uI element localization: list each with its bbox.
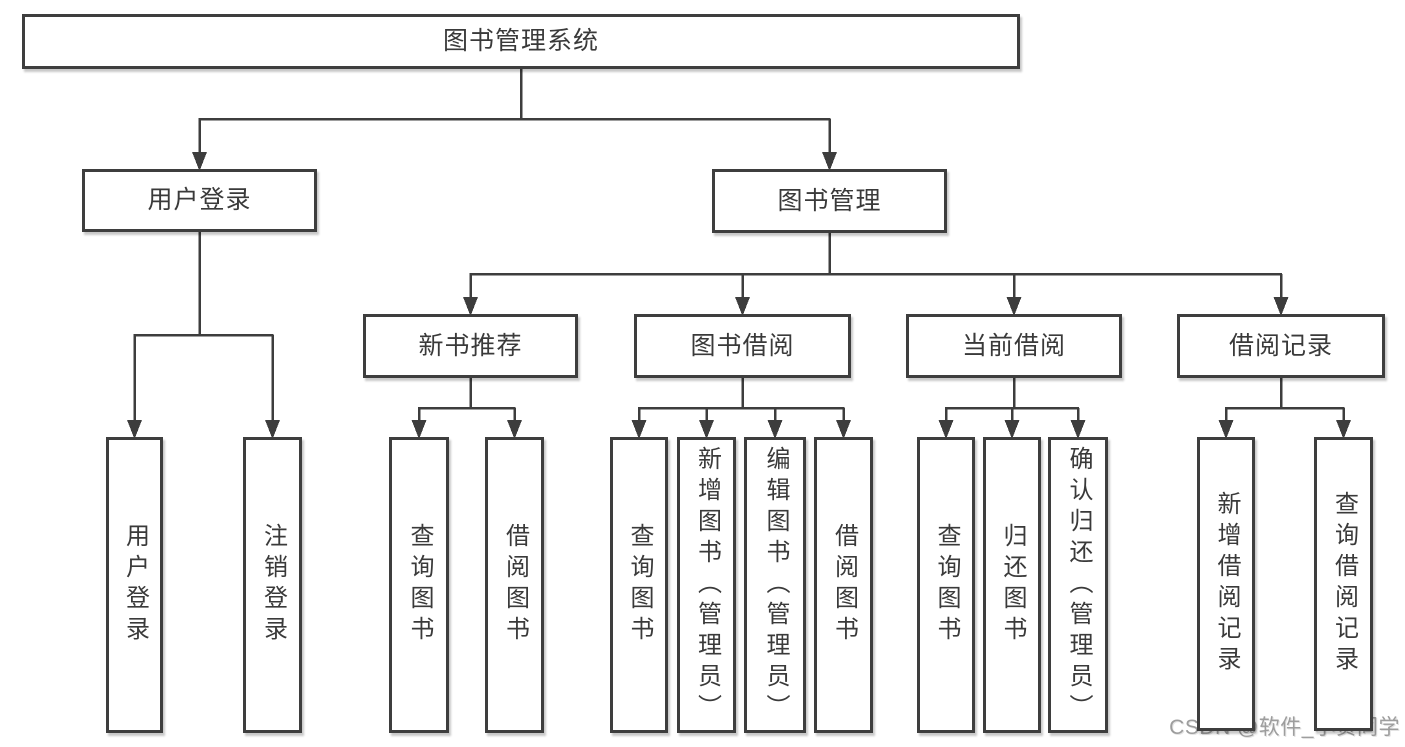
node-bb-edit-books: 编辑图书（管理员）: [744, 437, 806, 733]
node-label-borrow-records: 借阅记录: [1228, 331, 1333, 360]
node-label-cb-confirm-return: 确认归还（管理员）: [1065, 445, 1092, 725]
node-label-system: 图书管理系统: [442, 27, 599, 55]
node-logout: 注销登录: [243, 437, 302, 733]
node-label-rec-query-books: 查询图书: [406, 523, 433, 647]
node-label-rec-borrow-books: 借阅图书: [501, 523, 529, 647]
node-borrow-records: 借阅记录: [1177, 314, 1385, 378]
node-new-book-rec: 新书推荐: [363, 314, 578, 378]
node-bb-query-books: 查询图书: [610, 437, 668, 733]
node-user-login: 用户登录: [106, 437, 163, 733]
node-label-user-login-group: 用户登录: [147, 186, 252, 214]
node-label-user-login: 用户登录: [121, 523, 149, 647]
node-user-login-group: 用户登录: [82, 169, 317, 232]
node-rec-borrow-books: 借阅图书: [485, 437, 544, 733]
node-current-borrow: 当前借阅: [906, 314, 1122, 378]
node-cb-confirm-return: 确认归还（管理员）: [1048, 437, 1108, 733]
node-label-logout: 注销登录: [259, 523, 287, 647]
node-label-cb-return-books: 归还图书: [999, 523, 1026, 647]
node-label-book-mgmt: 图书管理: [777, 186, 882, 215]
node-label-bb-query-books: 查询图书: [626, 523, 653, 647]
node-label-book-borrow: 图书借阅: [690, 331, 795, 360]
node-label-new-book-rec: 新书推荐: [418, 331, 523, 360]
node-label-br-query-record: 查询借阅记录: [1330, 491, 1358, 677]
node-br-query-record: 查询借阅记录: [1314, 437, 1373, 731]
node-label-bb-add-books: 新增图书（管理员）: [693, 445, 721, 725]
node-label-br-add-record: 新增借阅记录: [1213, 491, 1240, 677]
node-cb-return-books: 归还图书: [983, 437, 1041, 733]
node-label-cb-query-books: 查询图书: [933, 523, 960, 647]
node-book-mgmt: 图书管理: [712, 169, 947, 233]
node-rec-query-books: 查询图书: [389, 437, 449, 733]
node-label-bb-borrow-books: 借阅图书: [830, 523, 858, 647]
node-system: 图书管理系统: [22, 14, 1020, 69]
node-bb-add-books: 新增图书（管理员）: [677, 437, 736, 733]
node-label-bb-edit-books: 编辑图书（管理员）: [762, 445, 789, 725]
node-book-borrow: 图书借阅: [634, 314, 851, 378]
node-bb-borrow-books: 借阅图书: [814, 437, 873, 733]
node-label-current-borrow: 当前借阅: [961, 331, 1066, 360]
node-cb-query-books: 查询图书: [917, 437, 975, 733]
node-br-add-record: 新增借阅记录: [1197, 437, 1255, 731]
